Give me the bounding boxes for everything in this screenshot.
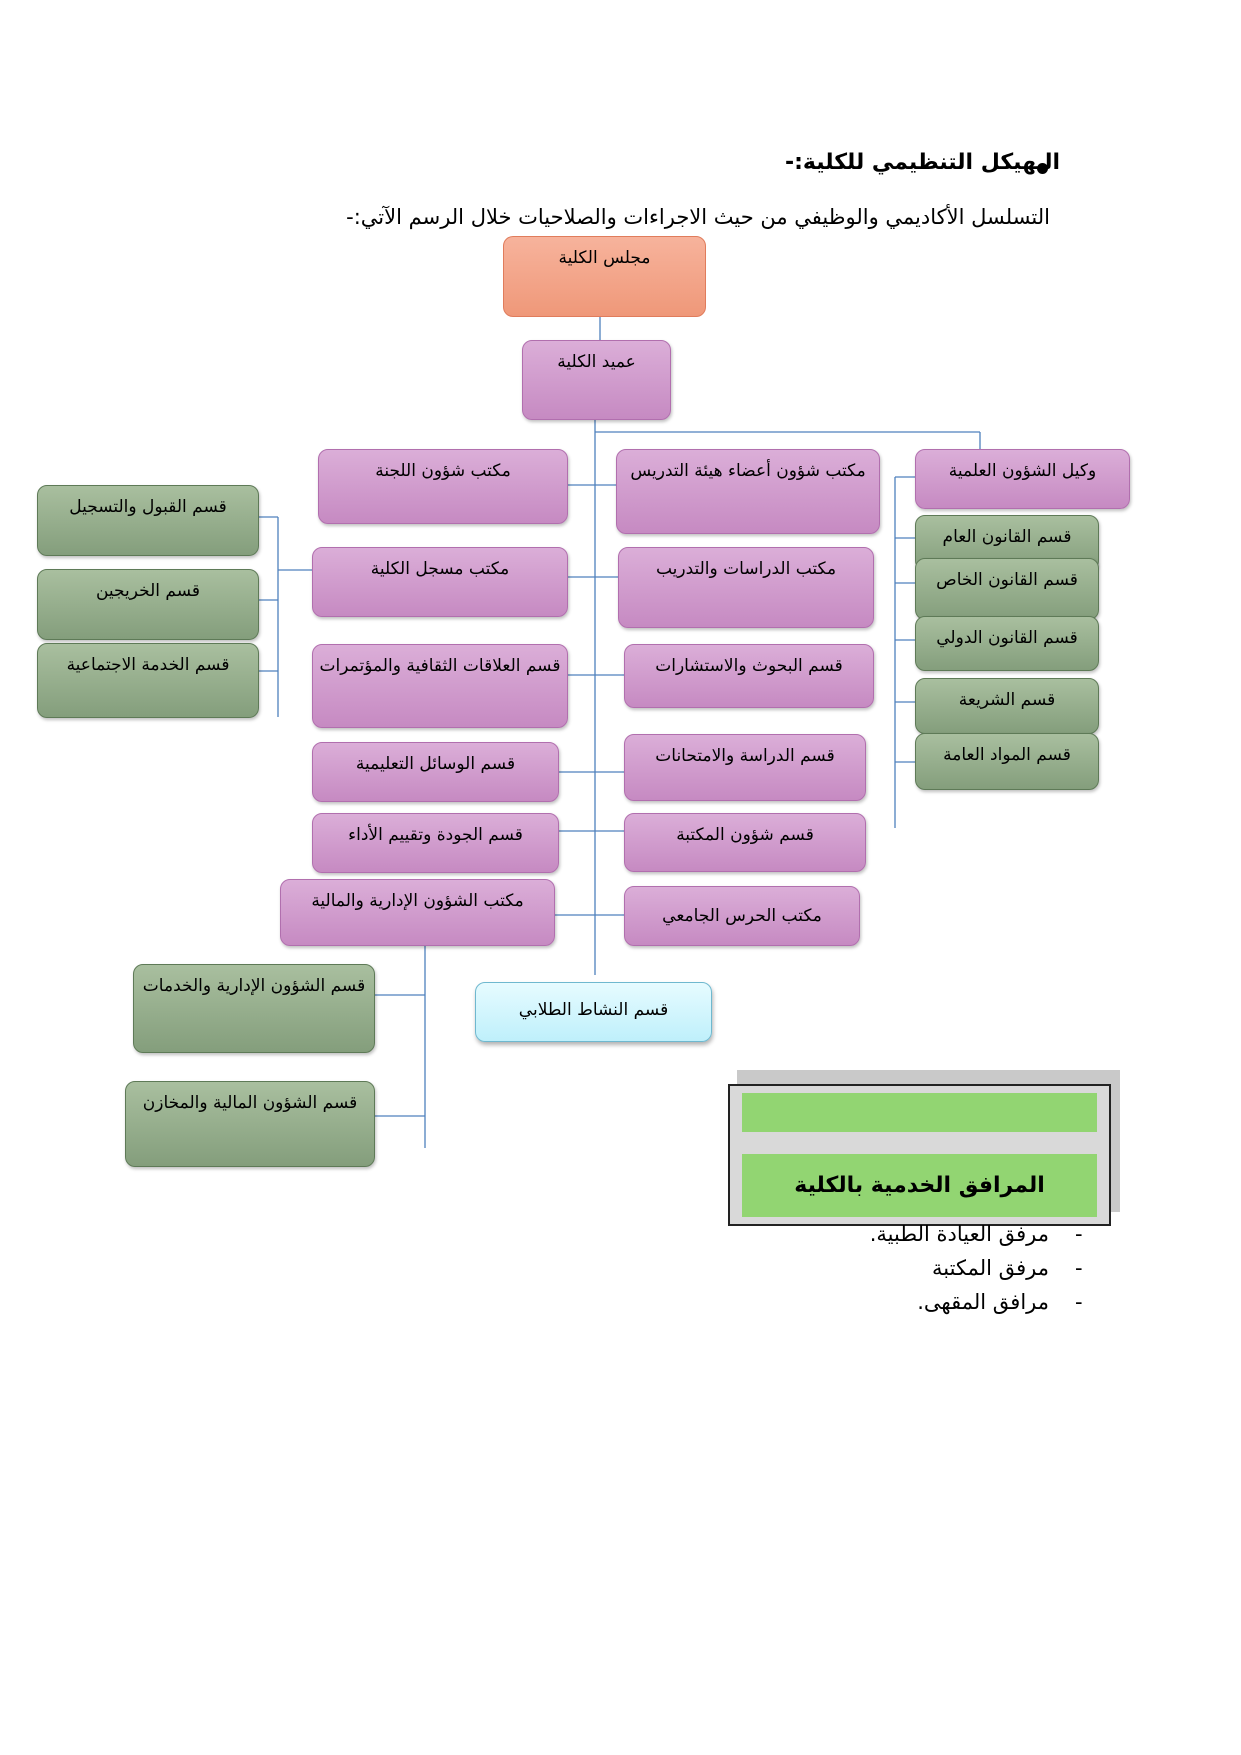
bullet-dot: [1037, 163, 1048, 174]
registrar-office-box: مكتب مسجل الكلية: [312, 547, 568, 617]
intro-paragraph: التسلسل الأكاديمي والوظيفي من حيث الاجرا…: [346, 205, 1050, 229]
campus-guard-office-box: مكتب الحرس الجامعي: [624, 886, 860, 946]
library-affairs-dept-box: قسم شؤون المكتبة: [624, 813, 866, 872]
admin-finance-office-box: مكتب الشؤون الإدارية والمالية: [280, 879, 555, 946]
graduates-dept-box: قسم الخريجين: [37, 569, 259, 640]
admin-services-dept-box: قسم الشؤون الإدارية والخدمات: [133, 964, 375, 1053]
social-service-dept-box: قسم الخدمة الاجتماعية: [37, 643, 259, 718]
list-dash: -: [1075, 1222, 1083, 1246]
research-consulting-dept-box: قسم البحوث والاستشارات: [624, 644, 874, 708]
dean-box: عميد الكلية: [522, 340, 671, 420]
international-law-dept-box: قسم القانون الدولي: [915, 616, 1099, 671]
service-item-cafe: مرافق المقهى.: [917, 1290, 1049, 1314]
cultural-relations-dept-box: قسم العلاقات الثقافية والمؤتمرات: [312, 644, 568, 728]
sharia-dept-box: قسم الشريعة: [915, 678, 1099, 734]
list-dash: -: [1075, 1290, 1083, 1314]
admission-registration-dept-box: قسم القبول والتسجيل: [37, 485, 259, 556]
vice-dean-scientific-box: وكيل الشؤون العلمية: [915, 449, 1130, 509]
general-subjects-dept-box: قسم المواد العامة: [915, 733, 1099, 790]
college-council-box: مجلس الكلية: [503, 236, 706, 317]
services-title: المرافق الخدمية بالكلية: [742, 1154, 1097, 1217]
services-top-band: [742, 1093, 1097, 1132]
list-dash: -: [1075, 1256, 1083, 1280]
private-law-dept-box: قسم القانون الخاص: [915, 558, 1099, 620]
student-activity-dept-box: قسم النشاط الطلابي: [475, 982, 712, 1042]
committee-affairs-office-box: مكتب شؤون اللجنة: [318, 449, 568, 524]
studies-training-office-box: مكتب الدراسات والتدريب: [618, 547, 874, 628]
study-exams-dept-box: قسم الدراسة والامتحانات: [624, 734, 866, 801]
service-item-library: مرفق المكتبة: [932, 1256, 1049, 1280]
section-heading: الـهيكل التنظيمي للكلية:-: [784, 150, 1060, 175]
quality-performance-dept-box: قسم الجودة وتقييم الأداء: [312, 813, 559, 873]
service-item-clinic: مرفق العيادة الطبية.: [869, 1222, 1049, 1246]
faculty-affairs-office-box: مكتب شؤون أعضاء هيئة التدريس: [616, 449, 880, 534]
educational-aids-dept-box: قسم الوسائل التعليمية: [312, 742, 559, 802]
finance-stores-dept-box: قسم الشؤون المالية والمخازن: [125, 1081, 375, 1167]
